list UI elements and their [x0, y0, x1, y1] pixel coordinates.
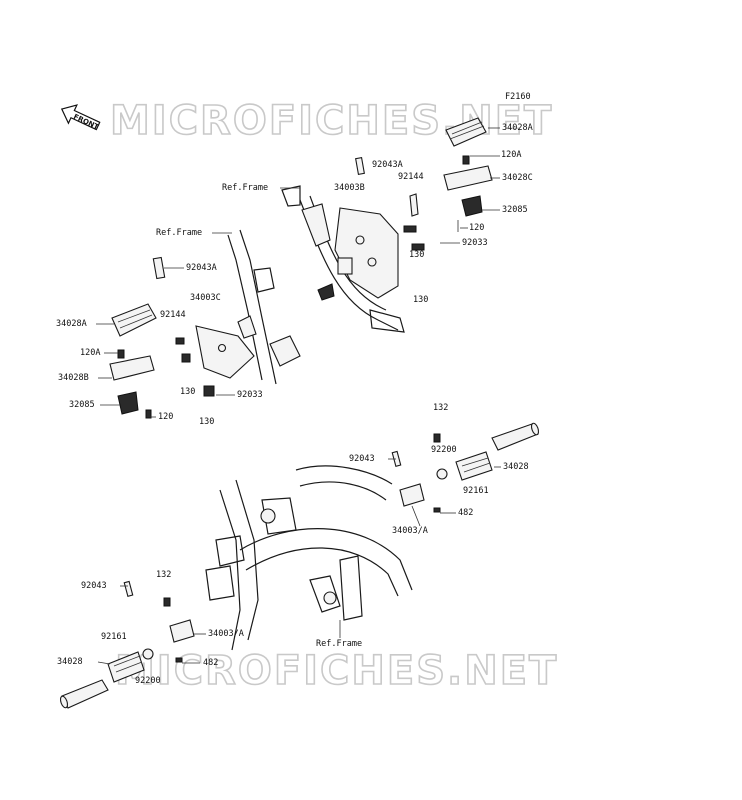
- part-label-l-92144-left: 92144: [160, 310, 186, 320]
- part-label-l-34003a-r: 34003/A: [392, 526, 428, 536]
- footpeg-lower-right: [391, 422, 540, 513]
- watermark-bottom: MICROFICHES.NET: [115, 648, 558, 694]
- watermark-top: MICROFICHES.NET: [110, 98, 553, 144]
- part-label-l-34003b: 34003B: [334, 183, 365, 193]
- footpeg-left: [109, 303, 215, 419]
- part-label-l-ref-frame-3: Ref.Frame: [316, 639, 362, 649]
- part-label-l-132-l: 132: [156, 570, 171, 580]
- pins-upper: [355, 156, 425, 251]
- part-label-l-130-a: 130: [409, 250, 424, 260]
- part-label-l-ref-frame-2: Ref.Frame: [156, 228, 202, 238]
- part-label-l-34028c: 34028C: [502, 173, 533, 183]
- part-label-l-130-d: 130: [199, 417, 214, 427]
- part-label-l-120a-r: 120A: [501, 150, 521, 160]
- part-label-l-34003a-l: 34003/A: [208, 629, 244, 639]
- part-label-l-32085-r: 32085: [502, 205, 528, 215]
- part-label-l-92144-top: 92144: [398, 172, 424, 182]
- part-label-l-120-l: 120: [158, 412, 173, 422]
- part-label-l-120a-l: 120A: [80, 348, 100, 358]
- part-label-l-92200-r: 92200: [431, 445, 457, 455]
- part-label-l-ref-frame-1: Ref.Frame: [222, 183, 268, 193]
- part-label-l-92161-l: 92161: [101, 632, 127, 642]
- part-label-l-92043-r: 92043: [349, 454, 375, 464]
- part-label-l-482-l: 482: [203, 658, 218, 668]
- part-label-l-34028a-r: 34028A: [502, 123, 533, 133]
- part-label-l-92033-top: 92033: [462, 238, 488, 248]
- leader-lines: [96, 127, 501, 665]
- part-label-l-34028b: 34028B: [58, 373, 89, 383]
- part-label-l-92043a-top: 92043A: [372, 160, 403, 170]
- bracket-34003b: [301, 203, 399, 301]
- part-label-l-92033-left: 92033: [237, 390, 263, 400]
- figure-code: F2160: [505, 92, 531, 102]
- part-label-l-34028-r: 34028: [503, 462, 529, 472]
- part-label-l-120-r: 120: [469, 223, 484, 233]
- front-arrow-icon: FRONT: [60, 104, 101, 131]
- part-labels: 34028A 120A 92043A 92144 34028C Ref.Frame 3400…: [56, 123, 533, 686]
- part-label-l-130-c: 130: [180, 387, 195, 397]
- part-label-l-482-r: 482: [458, 508, 473, 518]
- main-frame: [205, 465, 413, 651]
- footpeg-lower-left: [59, 580, 195, 709]
- part-label-l-92200-l: 92200: [135, 676, 161, 686]
- footpeg-right: [443, 117, 493, 232]
- part-label-l-34028a-l: 34028A: [56, 319, 87, 329]
- part-label-l-130-b: 130: [413, 295, 428, 305]
- part-label-l-92043-l: 92043: [81, 581, 107, 591]
- upper-left-frame: [227, 229, 301, 385]
- part-label-l-34003c: 34003C: [190, 293, 221, 303]
- part-label-l-92161-r: 92161: [463, 486, 489, 496]
- part-label-l-34028-l: 34028: [57, 657, 83, 667]
- part-label-l-132-r: 132: [433, 403, 448, 413]
- part-label-l-92043a-left: 92043A: [186, 263, 217, 273]
- part-label-l-32085-l: 32085: [69, 400, 95, 410]
- bracket-34003c: [152, 256, 257, 379]
